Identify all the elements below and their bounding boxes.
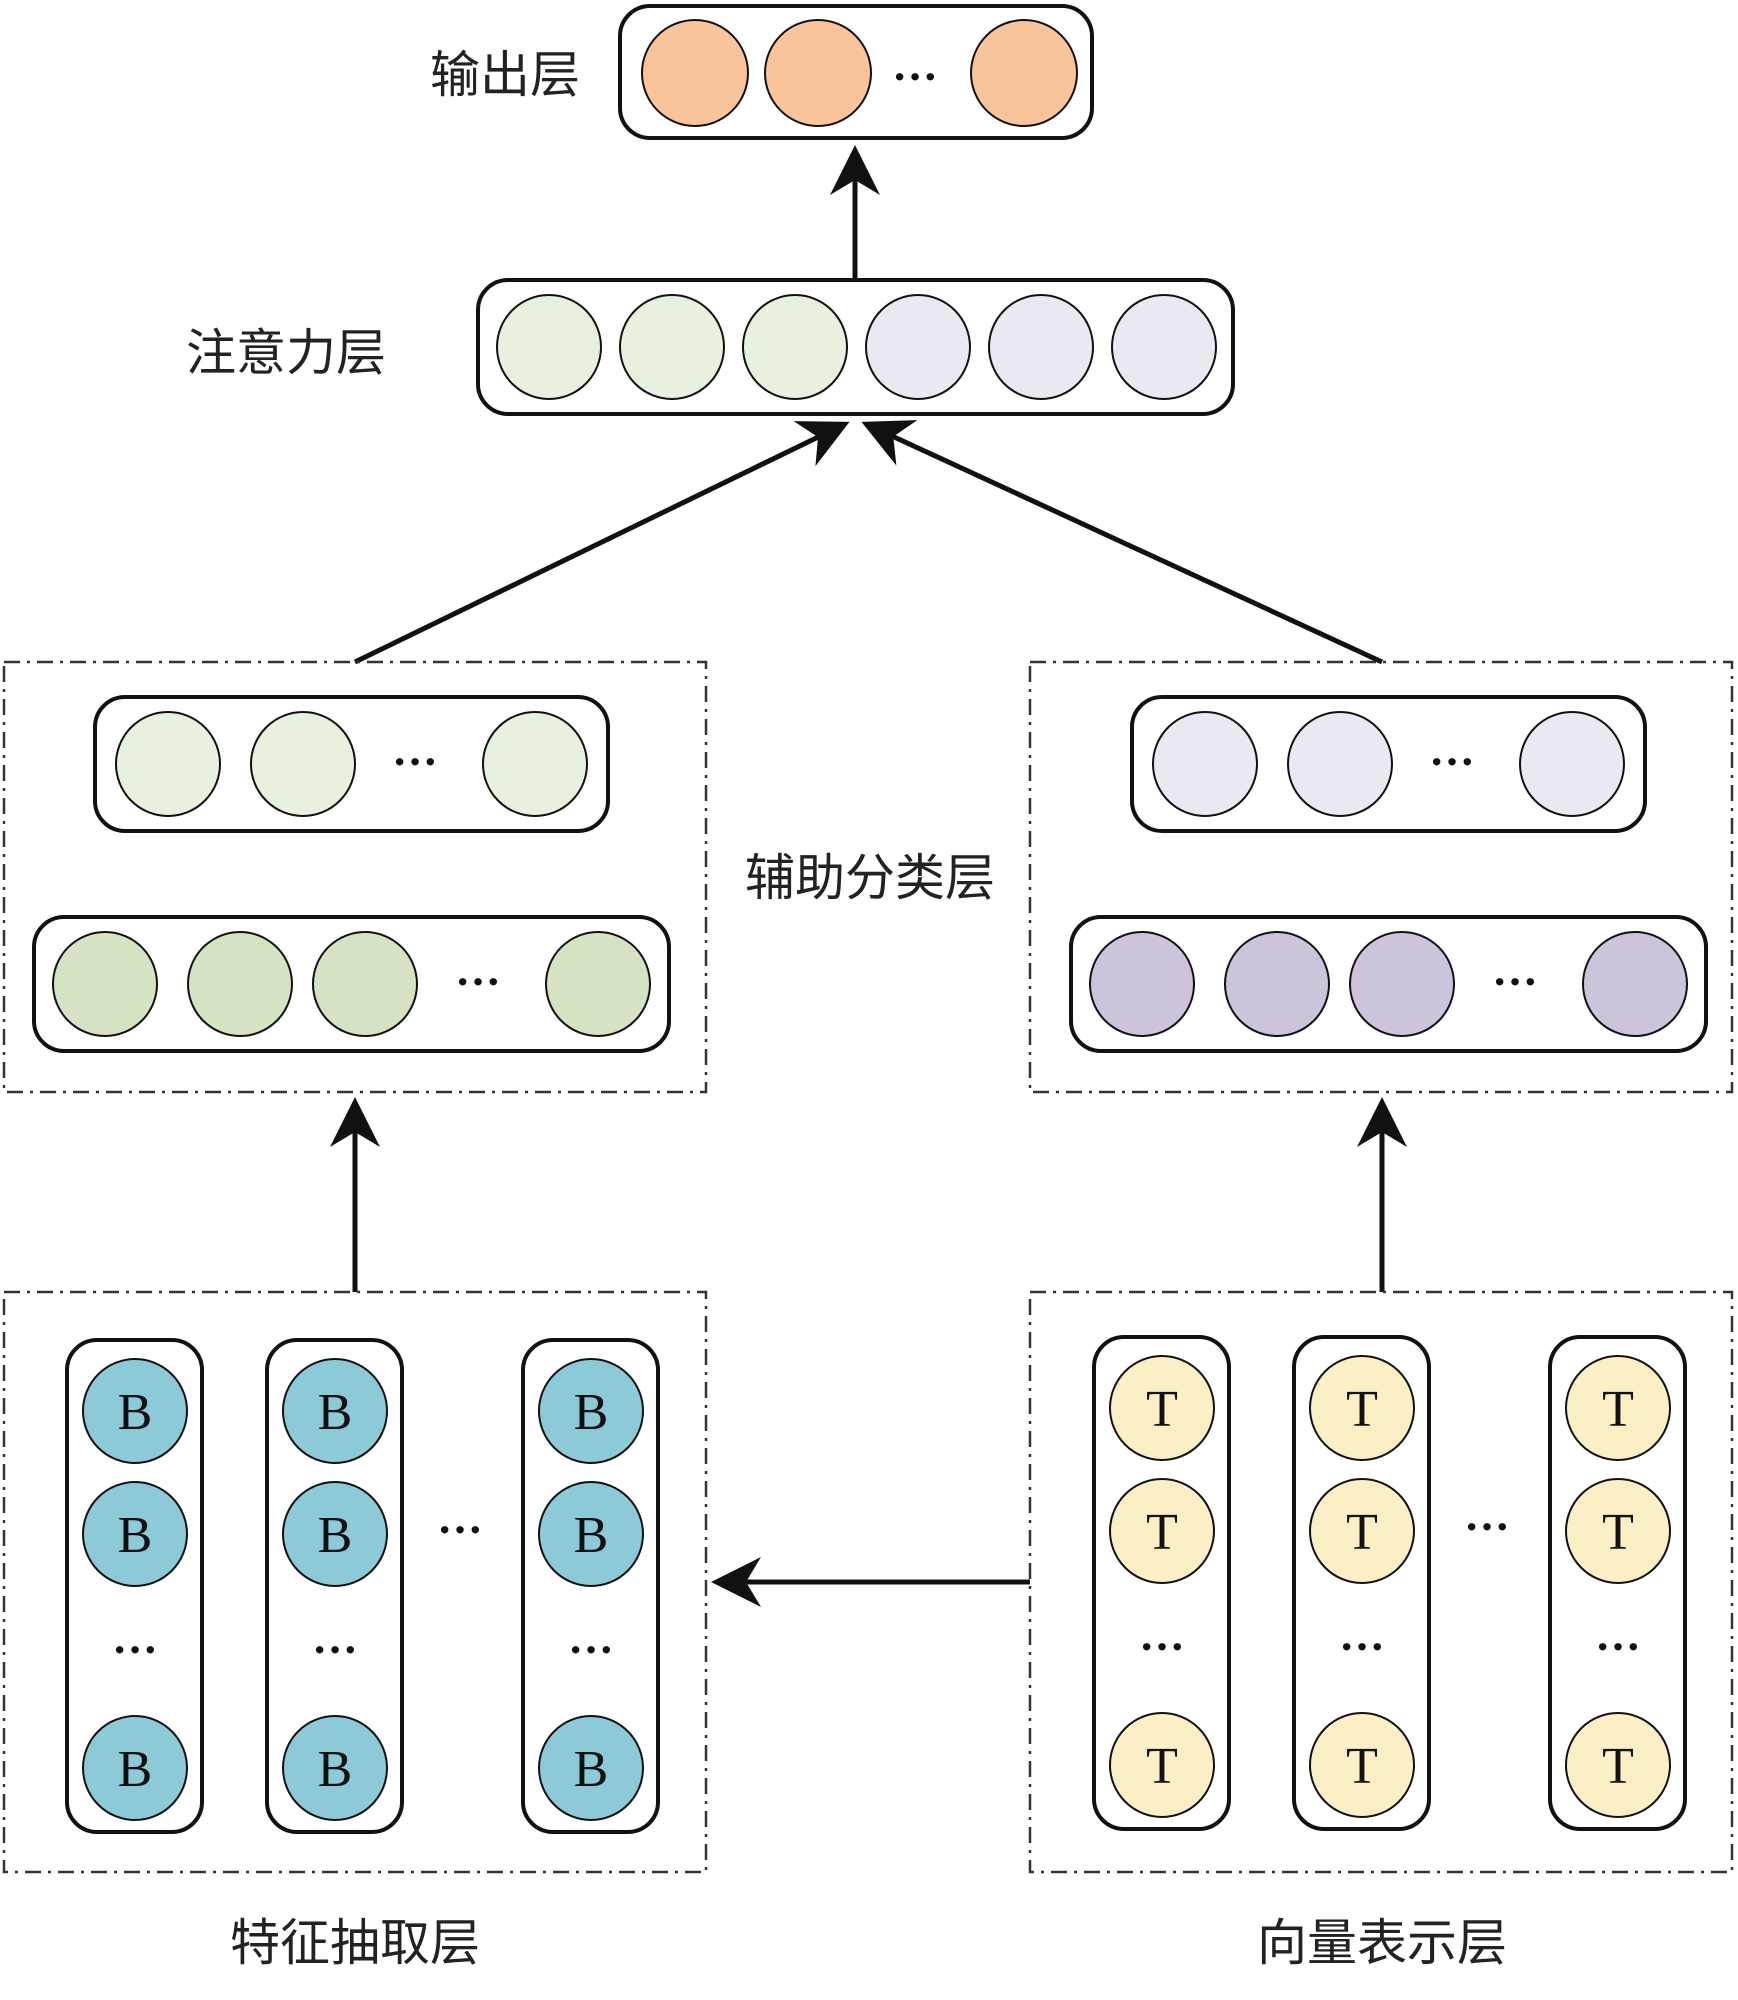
bert-node-label: B (118, 1507, 153, 1564)
bert-node (538, 1715, 644, 1821)
aux-node (115, 711, 221, 817)
output-node (764, 19, 872, 127)
bert-node (82, 1481, 188, 1587)
bert-ellipsis: ··· (312, 1624, 358, 1675)
aux-node (1349, 931, 1455, 1037)
attention-layer-label: 注意力层 (186, 324, 386, 382)
attention-node (988, 294, 1094, 400)
bert-columns-ellipsis: ··· (437, 1504, 483, 1555)
bert-node-label: B (574, 1507, 609, 1564)
vector-representation-box (1028, 1290, 1734, 1874)
bert-node-label: B (118, 1384, 153, 1441)
token-node-label: T (1346, 1381, 1378, 1438)
aux-node (52, 931, 158, 1037)
token-node-label: T (1146, 1381, 1178, 1438)
token-node-label: T (1146, 1738, 1178, 1795)
output-node (641, 19, 749, 127)
attention-node (865, 294, 971, 400)
aux-node (1224, 931, 1330, 1037)
token-node (1309, 1355, 1415, 1461)
aux-node (545, 931, 651, 1037)
attention-node (496, 294, 602, 400)
bert-node (282, 1481, 388, 1587)
token-node-label: T (1346, 1738, 1378, 1795)
bert-node (282, 1358, 388, 1464)
token-ellipsis: ··· (1139, 1621, 1185, 1672)
token-node-label: T (1602, 1381, 1634, 1438)
output-node (970, 19, 1078, 127)
aux-node (250, 711, 356, 817)
aux-node (1287, 711, 1393, 817)
aux-node (1519, 711, 1625, 817)
bert-node (538, 1358, 644, 1464)
attention-node (1111, 294, 1217, 400)
token-node-label: T (1602, 1738, 1634, 1795)
token-node (1565, 1712, 1671, 1818)
aux-ellipsis: ··· (1429, 736, 1475, 787)
token-node (1109, 1355, 1215, 1461)
left-aux-classification-box (2, 660, 708, 1094)
output-layer-label: 输出层 (430, 46, 580, 104)
token-node-label: T (1602, 1504, 1634, 1561)
bert-ellipsis: ··· (568, 1624, 614, 1675)
token-node (1109, 1712, 1215, 1818)
token-ellipsis: ··· (1595, 1621, 1641, 1672)
output-ellipsis: ··· (892, 51, 938, 102)
aux-node (1152, 711, 1258, 817)
vector-representation-layer-label: 向量表示层 (1257, 1914, 1507, 1972)
token-node (1565, 1355, 1671, 1461)
bert-node (82, 1358, 188, 1464)
attention-node (742, 294, 848, 400)
feature-extraction-box (2, 1290, 708, 1874)
arrow-right-aux-to-attention (861, 420, 1384, 665)
aux-node (482, 711, 588, 817)
attention-node (619, 294, 725, 400)
aux-node (187, 931, 293, 1037)
token-node (1309, 1712, 1415, 1818)
bert-node (538, 1481, 644, 1587)
token-node (1565, 1478, 1671, 1584)
aux-ellipsis: ··· (1492, 956, 1538, 1007)
token-node (1309, 1478, 1415, 1584)
token-node-label: T (1146, 1504, 1178, 1561)
aux-ellipsis: ··· (392, 736, 438, 787)
aux-classification-layer-label: 辅助分类层 (745, 849, 995, 907)
aux-node (312, 931, 418, 1037)
bert-node-label: B (318, 1384, 353, 1441)
bert-node (282, 1715, 388, 1821)
aux-ellipsis: ··· (455, 956, 501, 1007)
token-node (1109, 1478, 1215, 1584)
bert-ellipsis: ··· (112, 1624, 158, 1675)
feature-extraction-layer-label: 特征抽取层 (230, 1914, 480, 1972)
bert-node-label: B (574, 1741, 609, 1798)
aux-node (1582, 931, 1688, 1037)
token-columns-ellipsis: ··· (1464, 1501, 1510, 1552)
bert-node-label: B (574, 1384, 609, 1441)
bert-node-label: B (318, 1507, 353, 1564)
token-node-label: T (1346, 1504, 1378, 1561)
bert-node (82, 1715, 188, 1821)
bert-node-label: B (318, 1741, 353, 1798)
bert-node-label: B (118, 1741, 153, 1798)
aux-node (1089, 931, 1195, 1037)
arrow-left-aux-to-attention (353, 421, 850, 665)
token-ellipsis: ··· (1339, 1621, 1385, 1672)
right-aux-classification-box (1028, 660, 1734, 1094)
